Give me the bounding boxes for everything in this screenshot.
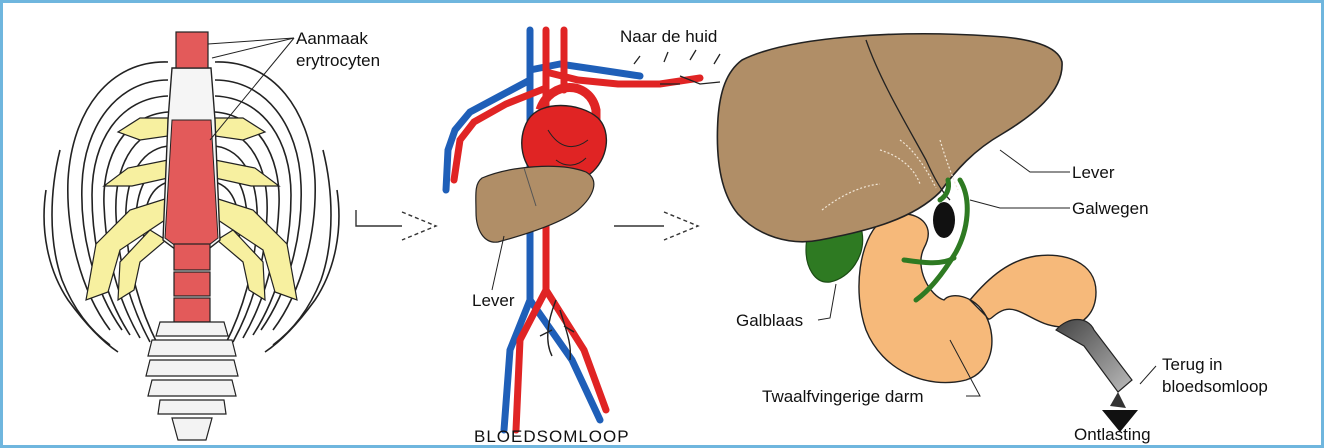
ribcage-panel: Aanmaak erytrocyten [44,29,380,440]
flow-arrow-2 [614,212,698,240]
liver-large [717,34,1062,242]
label-galblaas: Galblaas [736,311,803,330]
label-lever-small: Lever [472,291,515,310]
label-twaalfvingerige-darm: Twaalfvingerige darm [762,387,924,406]
label-terug-in: Terug in [1162,355,1222,374]
circulation-panel: Naar de huid Lever BLOEDSOMLOOP [446,27,720,446]
ribcage-label-line1: Aanmaak [296,29,368,48]
liver-panel: Lever Galwegen Galblaas Twaalfvingerige … [717,34,1267,444]
ribcage-label-line2: erytrocyten [296,51,380,70]
label-bloedsomloop-return: bloedsomloop [1162,377,1268,396]
label-bloedsomloop: BLOEDSOMLOOP [474,427,630,446]
label-naar-de-huid: Naar de huid [620,27,717,46]
liver-small [476,166,594,242]
label-lever-large: Lever [1072,163,1115,182]
label-ontlasting: Ontlasting [1074,425,1151,444]
sternum-marrow [165,120,218,258]
exit-pipe [1056,320,1138,433]
flow-arrow-1 [356,210,436,240]
portal-vein-opening [933,202,955,238]
label-galwegen: Galwegen [1072,199,1149,218]
duodenum [859,214,1096,383]
